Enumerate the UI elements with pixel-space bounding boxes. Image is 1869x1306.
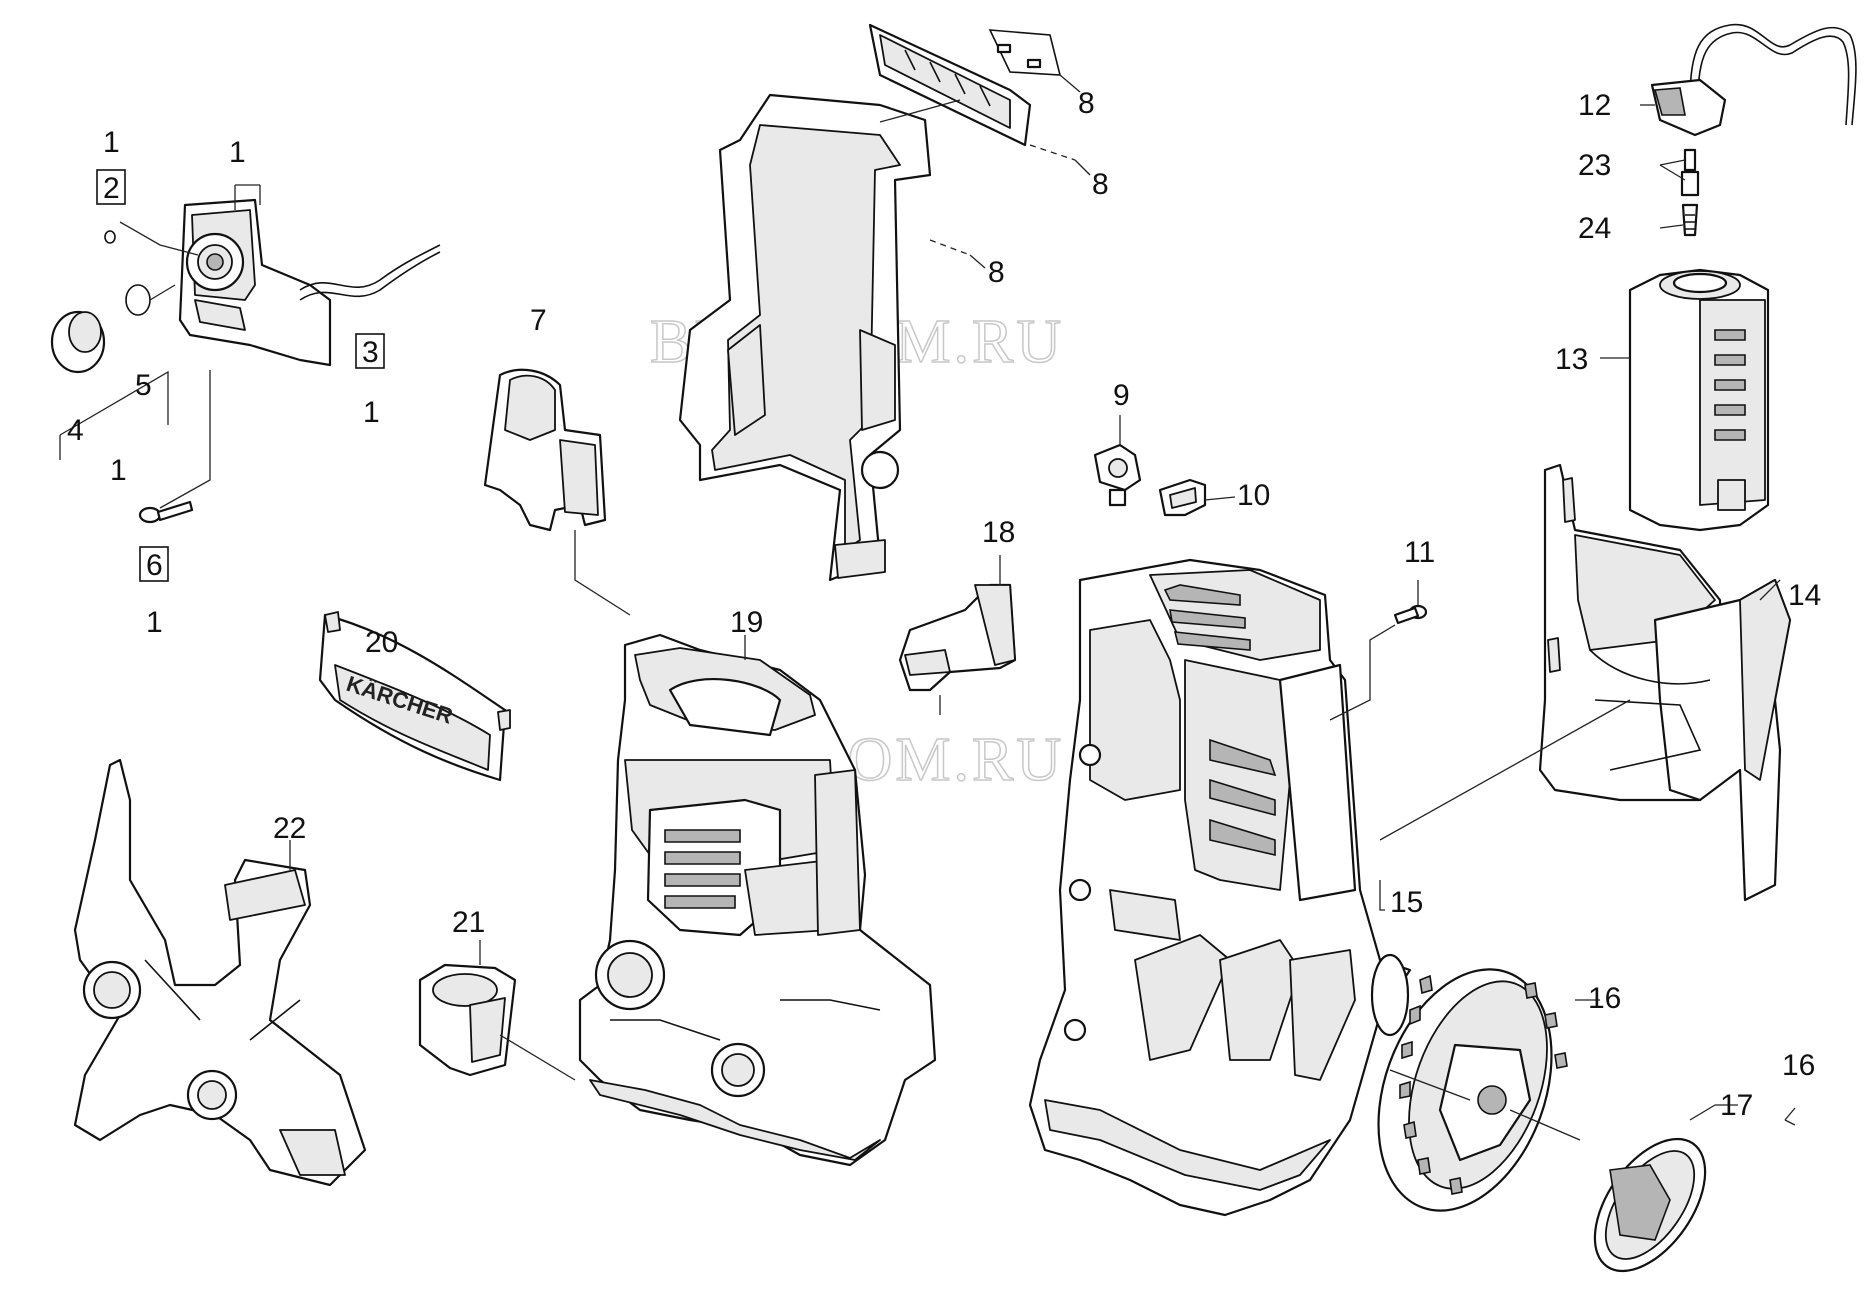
- callout-1-top: 1: [229, 136, 246, 169]
- screws-8-part: [988, 29, 1062, 76]
- valve-fitting-part: [1093, 443, 1142, 507]
- left-cover-part: [73, 758, 367, 1187]
- handle-grip-part: [868, 23, 1032, 147]
- callout-12: 12: [1578, 89, 1611, 122]
- callout-8-lower: 8: [988, 256, 1005, 289]
- hose-guide-part: [418, 963, 517, 1077]
- callout-3: 3: [362, 336, 379, 369]
- callout-17: 17: [1720, 1089, 1753, 1122]
- callout-box-2: [96, 169, 126, 205]
- callout-16-wheel: 16: [1588, 982, 1621, 1015]
- callout-2: 2: [103, 172, 120, 205]
- callout-6: 6: [146, 549, 163, 582]
- clip-part: [1158, 478, 1207, 517]
- callout-4: 4: [67, 414, 84, 447]
- filter-part: [1681, 203, 1699, 237]
- callout-24: 24: [1578, 212, 1611, 245]
- callout-9: 9: [1113, 379, 1130, 412]
- callout-14: 14: [1788, 579, 1821, 612]
- callout-box-3: [355, 333, 385, 369]
- callout-7: 7: [530, 304, 547, 337]
- callout-1-bottom: 1: [110, 454, 127, 487]
- main-front-housing-part: [578, 633, 937, 1167]
- callout-21: 21: [452, 906, 485, 939]
- callout-20: 20: [365, 626, 398, 659]
- callout-1-top-left: 1: [103, 126, 120, 159]
- small-o-ring-part: [104, 230, 116, 244]
- tank-holder-part: [1538, 463, 1792, 902]
- callout-23: 23: [1578, 149, 1611, 182]
- detergent-tank-part: [1628, 268, 1770, 532]
- handle-frame-part: [678, 93, 932, 582]
- callout-8-middle: 8: [1092, 168, 1109, 201]
- callout-18: 18: [982, 516, 1015, 549]
- callout-16-right: 16: [1782, 1049, 1815, 1082]
- wheel-cap-part: [1593, 1137, 1707, 1273]
- screw-11-part: [1393, 604, 1428, 625]
- pump-housing-part: [178, 198, 441, 367]
- callout-22: 22: [273, 812, 306, 845]
- nozzle-holder-part: [898, 583, 1017, 692]
- callout-box-6: [139, 546, 169, 582]
- front-badge-part: KÄRCHER: [318, 611, 511, 782]
- callout-13: 13: [1555, 343, 1588, 376]
- callout-11: 11: [1404, 536, 1435, 569]
- cap-part: [50, 310, 106, 374]
- callout-10: 10: [1237, 479, 1270, 512]
- callout-8-top: 8: [1078, 87, 1095, 120]
- tube-piece-part: [1680, 148, 1700, 197]
- callout-5: 5: [135, 369, 152, 402]
- callout-15: 15: [1390, 886, 1423, 919]
- tank-cap-with-hose-part: [1650, 23, 1857, 137]
- hose-holder-part: [483, 368, 607, 532]
- wheel-part: [1377, 968, 1568, 1212]
- callout-1-right: 1: [363, 396, 380, 429]
- screw-part: [138, 500, 194, 524]
- callout-1-lowest: 1: [146, 606, 163, 639]
- main-chassis-part: [1028, 558, 1412, 1217]
- o-ring-part: [125, 284, 151, 316]
- callout-19: 19: [730, 606, 763, 639]
